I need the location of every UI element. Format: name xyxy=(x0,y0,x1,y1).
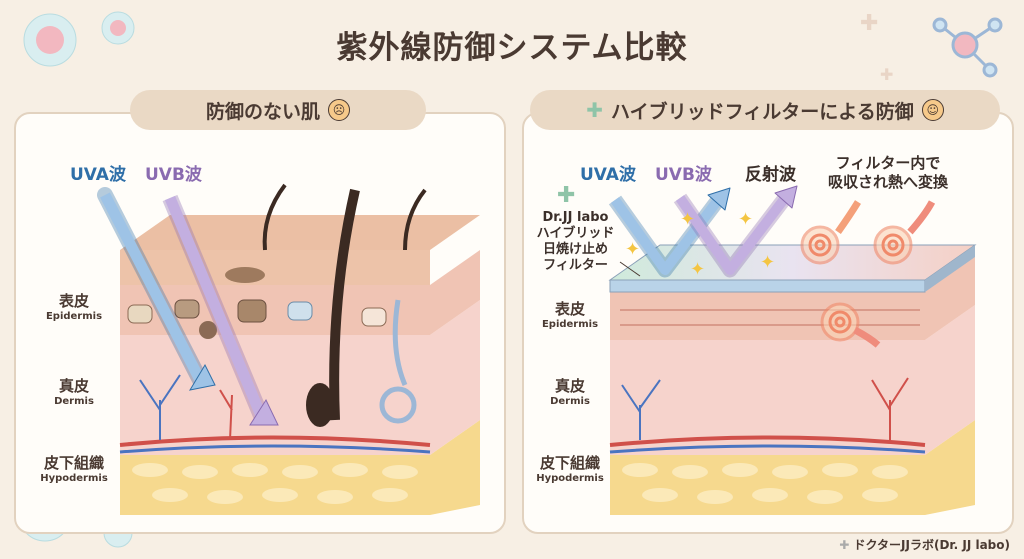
reflect-wave-label: 反射波 xyxy=(745,165,796,185)
left-uva-label: UVA波 xyxy=(70,165,126,185)
medical-cross-icon: ✚ xyxy=(557,183,576,208)
right-uva-label: UVA波 xyxy=(580,165,636,185)
blood-vessel-red xyxy=(119,435,431,447)
svg-text:✦: ✦ xyxy=(625,239,640,260)
right-header-label: ハイブリッドフィルターによる防御 xyxy=(611,100,914,123)
sad-face-icon: ☹ xyxy=(328,99,350,121)
svg-text:✦: ✦ xyxy=(690,259,705,280)
left-panel-header: 防御のない肌 ☹ xyxy=(130,90,426,130)
right-panel-header: ✚ ハイブリッドフィルターによる防御 ☺ xyxy=(530,90,1000,130)
molecule-decor-icon xyxy=(932,17,1003,78)
cross-logo-icon: ✚ xyxy=(839,538,850,552)
svg-text:✚: ✚ xyxy=(860,11,878,36)
sparkle-icons: ✦ ✦ ✦ ✦ ✦ xyxy=(625,209,775,280)
uvb-arrow xyxy=(162,194,279,426)
hair xyxy=(329,188,360,421)
smile-face-icon: ☺ xyxy=(921,99,944,121)
svg-text:✚: ✚ xyxy=(880,65,893,84)
credit: ✚ ドクターJJラボ(Dr. JJ labo) xyxy=(839,538,1010,552)
svg-text:✦: ✦ xyxy=(680,209,695,230)
sweat-gland xyxy=(392,299,408,386)
blood-vessel-blue xyxy=(119,444,431,454)
uvb-reflect-arrow xyxy=(673,185,798,278)
damaged-cells xyxy=(127,299,387,339)
right-uvb-label: UVB波 xyxy=(655,165,712,185)
svg-text:✦: ✦ xyxy=(760,252,775,273)
svg-text:✦: ✦ xyxy=(738,209,753,230)
heat-swirl-icons xyxy=(800,200,936,348)
page-title: 紫外線防御システム比較 xyxy=(336,30,688,66)
uva-arrow xyxy=(97,187,216,391)
left-uvb-label: UVB波 xyxy=(145,165,202,185)
medical-cross-icon: ✚ xyxy=(586,98,604,122)
absorb-note: フィルター内で吸収され熱へ変換 xyxy=(828,154,949,191)
left-header-label: 防御のない肌 xyxy=(205,100,320,123)
